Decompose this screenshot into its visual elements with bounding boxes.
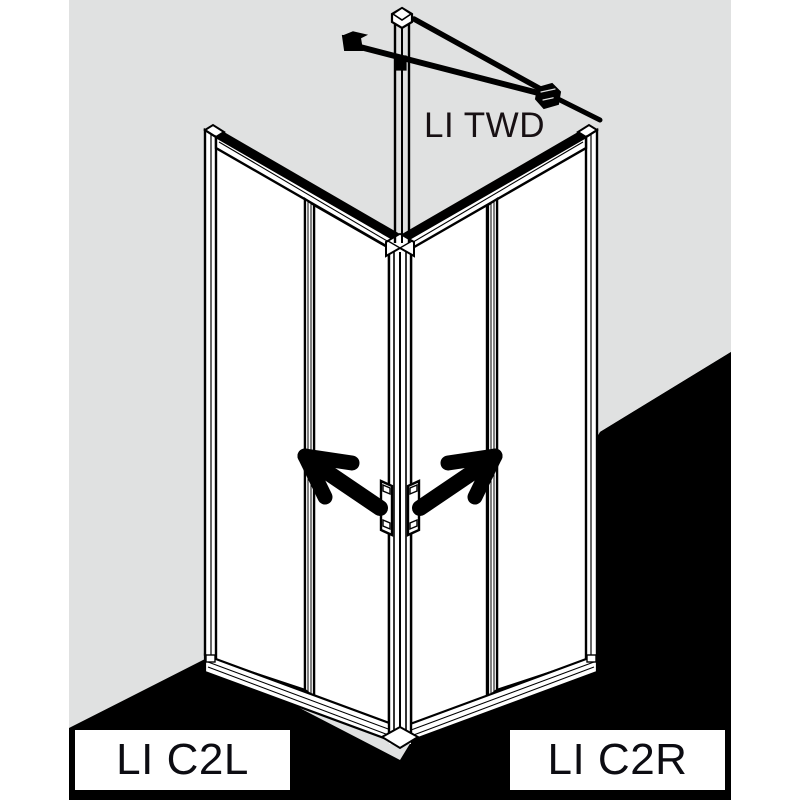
arrow-left-tip (300, 452, 340, 492)
arrow-right-tip (460, 452, 500, 492)
right-track-line-a (402, 661, 595, 734)
left-fixed-glass (212, 143, 307, 692)
enclosure-assembly (203, 6, 599, 750)
floor-right-fill (69, 352, 731, 800)
left-rail-shadow (216, 132, 400, 243)
right-top-rail-line (402, 141, 584, 249)
right-track-line-b (402, 666, 595, 740)
label-box-li-c2l: LI C2L (75, 730, 290, 790)
floor-shadow-group (69, 352, 731, 800)
stabilizer-wall-bar (357, 44, 553, 99)
right-handle-grip-top (409, 483, 418, 496)
left-mullion (303, 196, 316, 700)
left-handle-grip-top (382, 483, 391, 496)
left-handle-grip-bottom (382, 518, 391, 531)
arrow-right (412, 448, 503, 516)
label-box-li-c2r: LI C2R (510, 730, 725, 790)
right-track-end-block (586, 654, 597, 663)
stabilizer-connector (534, 82, 562, 110)
upper-post-cap-top (391, 7, 413, 21)
motion-arrows-group (297, 448, 503, 516)
right-handle-grip-bottom (409, 518, 418, 531)
stabilizer-diagonal-bar (411, 16, 549, 95)
stabilizer-wall-plate-top (342, 31, 369, 39)
stabilizer-bar-assembly (341, 16, 603, 123)
label-li-c2r-text: LI C2R (547, 735, 688, 784)
right-mullion (486, 196, 499, 700)
left-top-rail-line (218, 141, 400, 249)
left-track-line-b (207, 666, 400, 740)
right-fixed-glass (495, 143, 590, 692)
stabilizer-glass-bar (553, 95, 603, 123)
right-rail-shadow (402, 132, 586, 243)
label-li-twd: LI TWD (424, 106, 545, 145)
left-track-end-block (205, 654, 216, 663)
arrow-left (297, 448, 388, 516)
label-li-c2l-text: LI C2L (116, 735, 249, 784)
corner-post-foot (380, 725, 420, 750)
left-track-line-a (207, 661, 400, 734)
